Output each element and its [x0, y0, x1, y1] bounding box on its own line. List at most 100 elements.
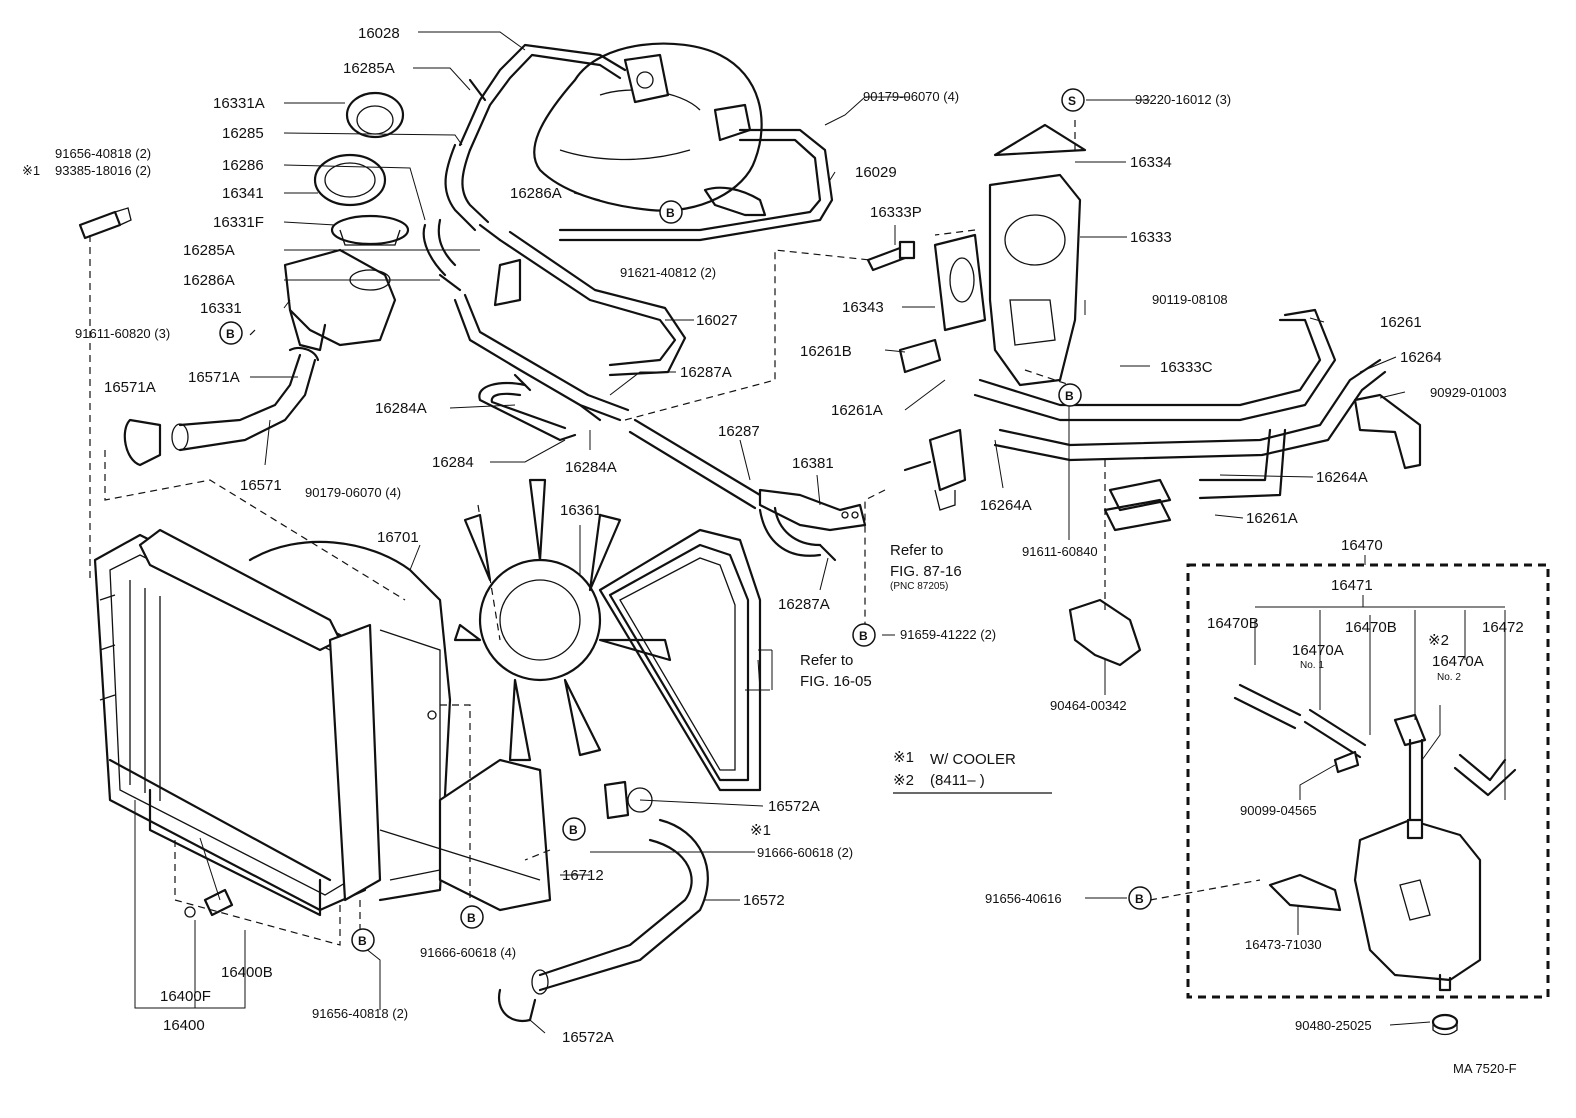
label-no1: No. 1: [1300, 660, 1324, 671]
b-markers: [219, 88, 1152, 952]
pn-90179-06070-mid: 90179-06070 (4): [305, 485, 401, 500]
pn-93385-18016: 93385-18016 (2): [55, 163, 151, 178]
water-inlet-16333: [988, 173, 1082, 387]
label-16470B-left: 16470B: [1207, 615, 1259, 632]
connector-PNC87205: [903, 428, 967, 511]
label-16284A-left: 16284A: [375, 400, 427, 417]
b-mark-5: B: [569, 823, 578, 837]
radiator-cap-16331F: [330, 214, 410, 246]
b-mark-7: B: [358, 934, 367, 948]
label-16029: 16029: [855, 164, 897, 181]
label-16572A-top: 16572A: [768, 798, 820, 815]
heater-pipes-16261-16264: [973, 308, 1387, 500]
mark1-bolt: ※1: [750, 822, 771, 839]
union-16333P: [866, 240, 916, 272]
s-mark: S: [1068, 94, 1076, 108]
pn-16473-71030: 16473-71030: [1245, 937, 1322, 952]
label-16572A-bottom: 16572A: [562, 1029, 614, 1046]
label-16286: 16286: [222, 157, 264, 174]
label-16331F: 16331F: [213, 214, 264, 231]
label-16400F: 16400F: [160, 988, 211, 1005]
note1-text: W/ COOLER: [930, 751, 1016, 768]
pipe-16261B: [898, 338, 942, 374]
label-16261B: 16261B: [800, 343, 852, 360]
pn-91666-60618-4: 91666-60618 (4): [420, 945, 516, 960]
label-16361: 16361: [560, 502, 602, 519]
pn-90099-04565: 90099-04565: [1240, 803, 1317, 818]
pn-90179-06070-top: 90179-06070 (4): [863, 89, 959, 104]
b-mark-6: B: [467, 911, 476, 925]
label-16286A-center: 16286A: [510, 185, 562, 202]
label-16333P: 16333P: [870, 204, 922, 221]
hose-16287A: [758, 506, 822, 557]
reservoir-tank: [1353, 818, 1482, 992]
pn-91656-40616: 91656-40616: [985, 891, 1062, 906]
label-16400: 16400: [163, 1017, 205, 1034]
label-16471: 16471: [1331, 577, 1373, 594]
drain-cock-16400B: [184, 888, 234, 918]
label-16571A-right: 16571A: [188, 369, 240, 386]
lower-shroud-16712: [379, 758, 552, 912]
radiator-fins: [129, 580, 161, 801]
label-16712: 16712: [562, 867, 604, 884]
b-marker-letters: B B B B B B B B S: [226, 94, 1144, 948]
gasket-16341: [313, 153, 387, 207]
reference-labels: Refer to FIG. 87-16 (PNC 87205) Refer to…: [800, 542, 962, 690]
reservoir-assembly-box: [1186, 563, 1550, 999]
note2-text: (8411– ): [930, 772, 985, 789]
label-16572: 16572: [743, 892, 785, 909]
ref-fig16-line2: FIG. 16-05: [800, 673, 872, 690]
cap-90480: [1431, 1013, 1459, 1036]
pn-91621-40812: 91621-40812 (2): [620, 265, 716, 280]
label-16285: 16285: [222, 125, 264, 142]
b-mark-2: B: [226, 327, 235, 341]
fan-16361: [453, 478, 672, 762]
fan-shroud-16701: [248, 540, 452, 902]
label-16264: 16264: [1400, 349, 1442, 366]
valve-part: [1103, 478, 1172, 532]
label-16284A-bottom: 16284A: [565, 459, 617, 476]
pn-91611-60820: 91611-60820 (3): [75, 326, 170, 341]
label-16287A-top: 16287A: [680, 364, 732, 381]
clamps: [123, 78, 837, 1023]
label-16341: 16341: [222, 185, 264, 202]
pn-91611-60840: 91611-60840: [1022, 544, 1098, 559]
water-outlet-16331: [283, 248, 397, 352]
label-16400B: 16400B: [221, 964, 273, 981]
radiator-16400: [93, 528, 382, 917]
ref-fig16-line1: Refer to: [800, 652, 853, 669]
label-16285A-top: 16285A: [343, 60, 395, 77]
pipe-16287: [453, 293, 762, 510]
leader-lines: [134, 31, 1506, 1034]
gasket-16343: [933, 233, 987, 332]
label-no2: No. 2: [1437, 672, 1461, 683]
pn-91659-41222: 91659-41222 (2): [900, 627, 996, 642]
label-16470: 16470: [1341, 537, 1383, 554]
pn-90929-01003: 90929-01003: [1430, 385, 1507, 400]
label-16285A-mid: 16285A: [183, 242, 235, 259]
label-16261A-left: 16261A: [831, 402, 883, 419]
label-16333C: 16333C: [1160, 359, 1213, 376]
label-16334: 16334: [1130, 154, 1172, 171]
label-16287A-bottom: 16287A: [778, 596, 830, 613]
reservoir-hoses: [1233, 683, 1517, 822]
bracket-90929-01003: [1353, 393, 1422, 470]
pn-90464-00342: 90464-00342: [1050, 698, 1127, 713]
label-16261: 16261: [1380, 314, 1422, 331]
note2-mark: ※2: [893, 772, 914, 789]
hose-16285: [444, 143, 490, 232]
label-16028: 16028: [358, 25, 400, 42]
bypass-pipe-16028: [458, 43, 627, 152]
water-pump-housing: [533, 42, 767, 217]
bracket-16473: [1268, 873, 1342, 912]
lower-hose-16572: [531, 818, 709, 995]
bolt-93385: [78, 207, 132, 240]
mark1-93385: ※1: [22, 163, 40, 178]
b-mark-8: B: [1135, 892, 1144, 906]
label-16470A-2: 16470A: [1432, 653, 1484, 670]
phantom-lines: [89, 120, 1261, 946]
pn-93220-16012: 93220-16012 (3): [1135, 92, 1231, 107]
mark2-16470A: ※2: [1428, 632, 1449, 649]
clamp-90464-00342: [1068, 598, 1142, 667]
fan-belt: [598, 528, 762, 792]
